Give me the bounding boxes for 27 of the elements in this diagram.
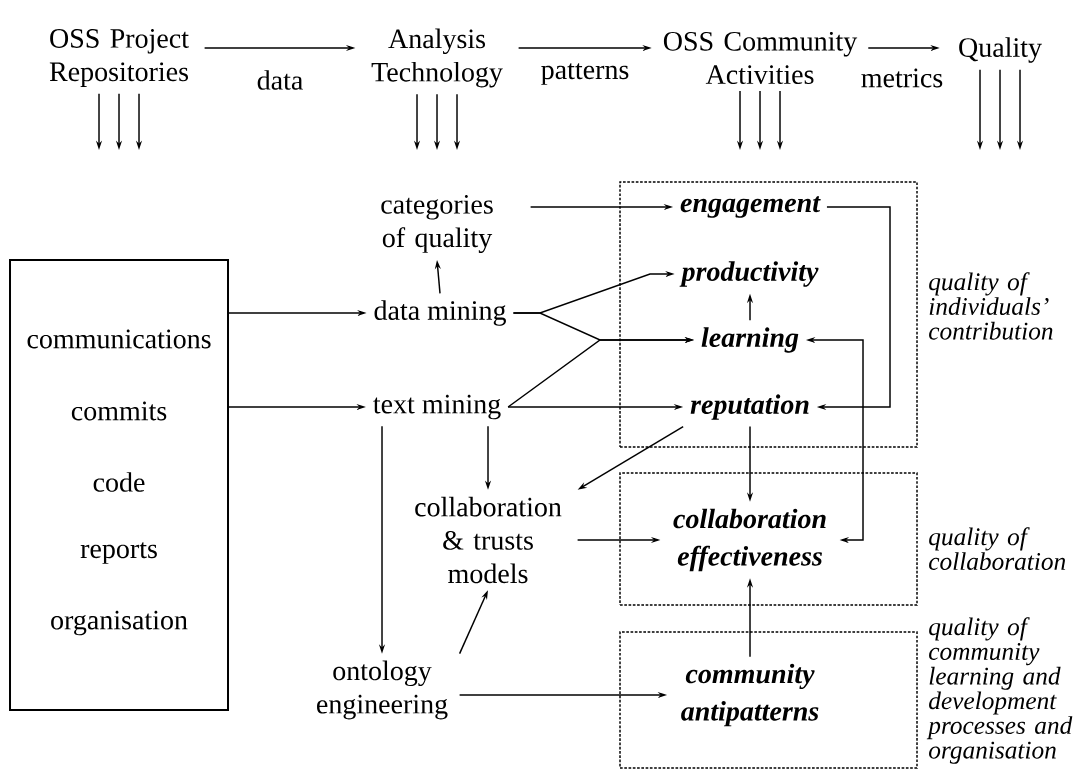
concept-label: learning — [701, 327, 799, 353]
group-caption: quality of individuals’ contribution — [929, 272, 1053, 340]
source-item: organisation — [51, 610, 188, 636]
technology-label: collaboration & trusts models — [415, 496, 562, 584]
edge-label: metrics — [859, 67, 945, 89]
source-item: reports — [80, 542, 157, 564]
concept-label: reputation — [690, 394, 809, 420]
source-item: code — [93, 472, 145, 492]
edge-label: patterns — [539, 61, 631, 87]
group-caption: quality of collaboration — [929, 527, 1066, 570]
concept-label: collaboration effectiveness — [673, 508, 826, 572]
source-box — [9, 259, 229, 711]
source-item: communications — [27, 329, 211, 349]
concept-label: engagement — [680, 196, 821, 218]
stage-label: Quality — [959, 37, 1042, 63]
technology-label: ontology engineering — [317, 660, 448, 720]
source-item: commits — [71, 401, 167, 421]
stage-label: OSS Project Repositories — [49, 29, 189, 87]
technology-label: categories of quality — [381, 195, 493, 253]
technology-label: text mining — [373, 394, 501, 420]
edge-label: data — [255, 68, 305, 92]
concept-label: productivity — [679, 261, 819, 287]
concept-label: community antipatterns — [681, 663, 819, 727]
group-caption: quality of community learning and development processes and organisation — [926, 617, 1073, 764]
stage-label: Analysis Technology — [371, 28, 503, 88]
stage-label: OSS Community Activities — [663, 31, 858, 85]
technology-label: data mining — [374, 300, 506, 326]
